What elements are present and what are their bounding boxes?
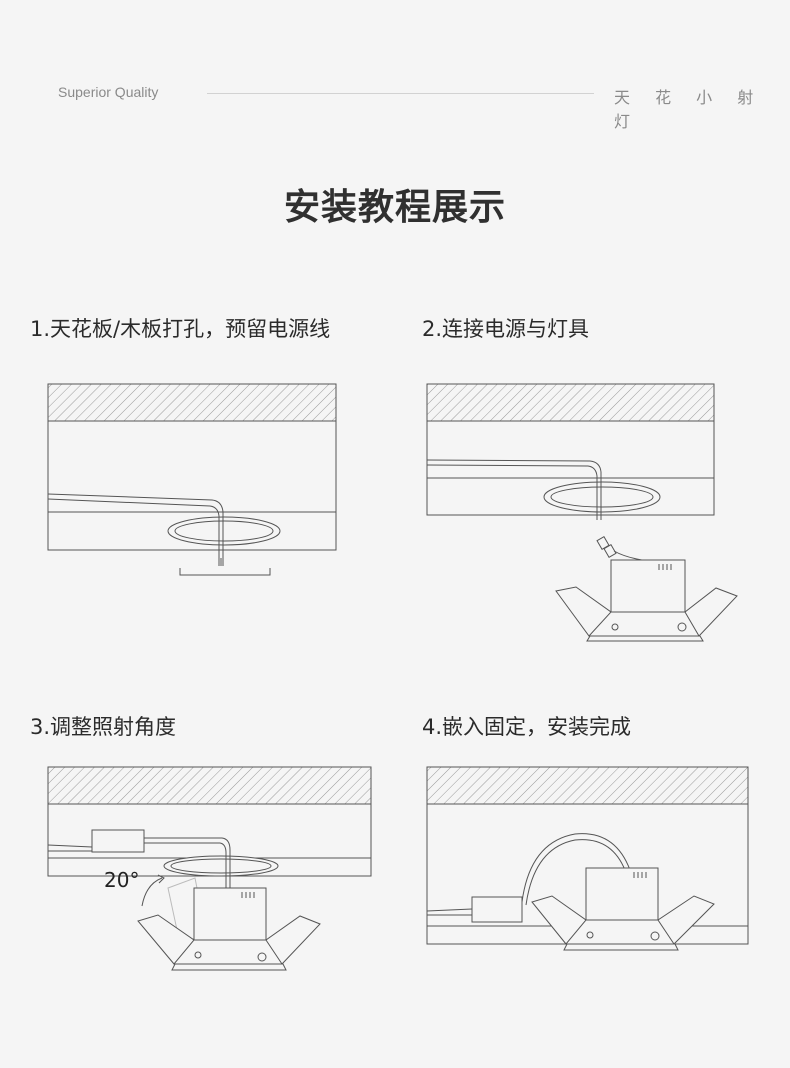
step-4-label: 4.嵌入固定，安装完成 bbox=[422, 715, 632, 739]
downlight-fixture bbox=[555, 559, 738, 642]
power-cable bbox=[426, 459, 602, 520]
step-2-label: 2.连接电源与灯具 bbox=[422, 317, 590, 341]
step-4-diagram bbox=[426, 766, 749, 951]
step-1-diagram bbox=[47, 383, 337, 576]
brand-name: 天 花 小 射 灯 bbox=[614, 88, 764, 131]
ceiling-hole bbox=[543, 481, 661, 513]
header-bar: Superior Quality 天 花 小 射 灯 bbox=[0, 0, 790, 131]
ceiling-hole bbox=[163, 855, 279, 877]
tilt-angle-label: 20° bbox=[104, 868, 139, 892]
downlight-fixture bbox=[137, 887, 321, 971]
power-cable bbox=[47, 493, 224, 566]
tagline: Superior Quality bbox=[58, 84, 159, 100]
ceiling-hole bbox=[167, 516, 281, 546]
step-3-label: 3.调整照射角度 bbox=[30, 715, 177, 739]
ceiling-hatch bbox=[47, 383, 337, 422]
hole-size-bracket bbox=[179, 568, 271, 576]
step-2-diagram bbox=[426, 383, 738, 642]
step-3-diagram bbox=[47, 766, 372, 971]
step-1-label: 1.天花板/木板打孔，预留电源线 bbox=[30, 317, 331, 341]
led-driver bbox=[426, 833, 631, 923]
ceiling-hatch bbox=[426, 766, 749, 805]
tilt-arrow bbox=[141, 877, 163, 907]
ceiling-hatch bbox=[47, 766, 372, 805]
downlight-fixture bbox=[531, 867, 715, 951]
header-divider bbox=[207, 93, 594, 94]
tilt-arrow-head bbox=[157, 874, 165, 884]
wire-connector bbox=[596, 535, 661, 563]
led-driver bbox=[47, 829, 231, 888]
ceiling-hatch bbox=[426, 383, 715, 422]
page-title: 安装教程展示 bbox=[283, 187, 506, 228]
